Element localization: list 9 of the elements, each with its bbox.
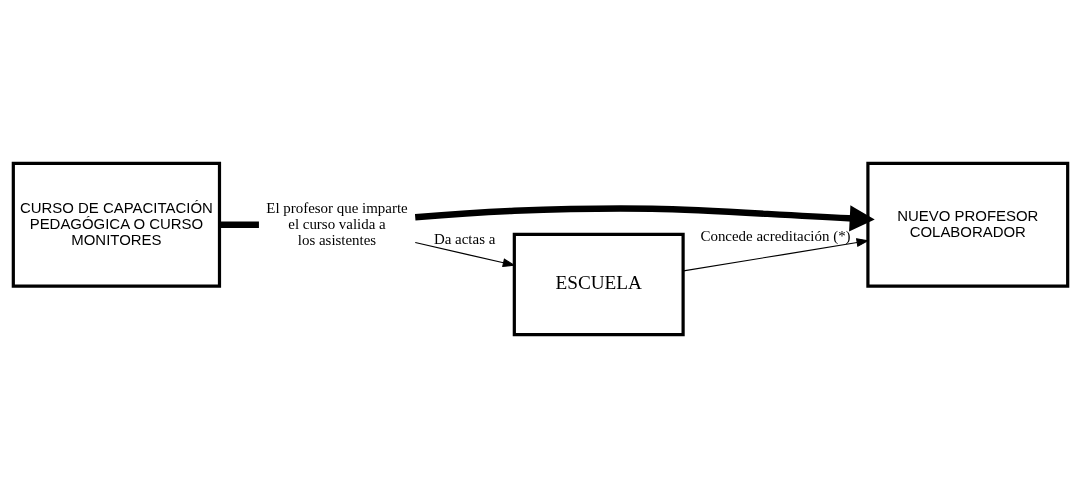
node-box: CURSO DE CAPACITACIÓN PEDAGÓGICA O CURSO MONITORES [11, 161, 222, 288]
arrow [414, 241, 516, 268]
node-text: El profesor que imparte el curso valida a los asistentes [266, 199, 408, 248]
node-box: NUEVO PROFESOR COLABORADOR [866, 161, 1070, 288]
node-box: ESCUELA [512, 232, 685, 337]
arrow [414, 205, 875, 232]
arrow [683, 238, 870, 272]
edge-label: Concede acreditación (*) [700, 227, 851, 244]
edge-label: Da actas a [433, 231, 496, 248]
